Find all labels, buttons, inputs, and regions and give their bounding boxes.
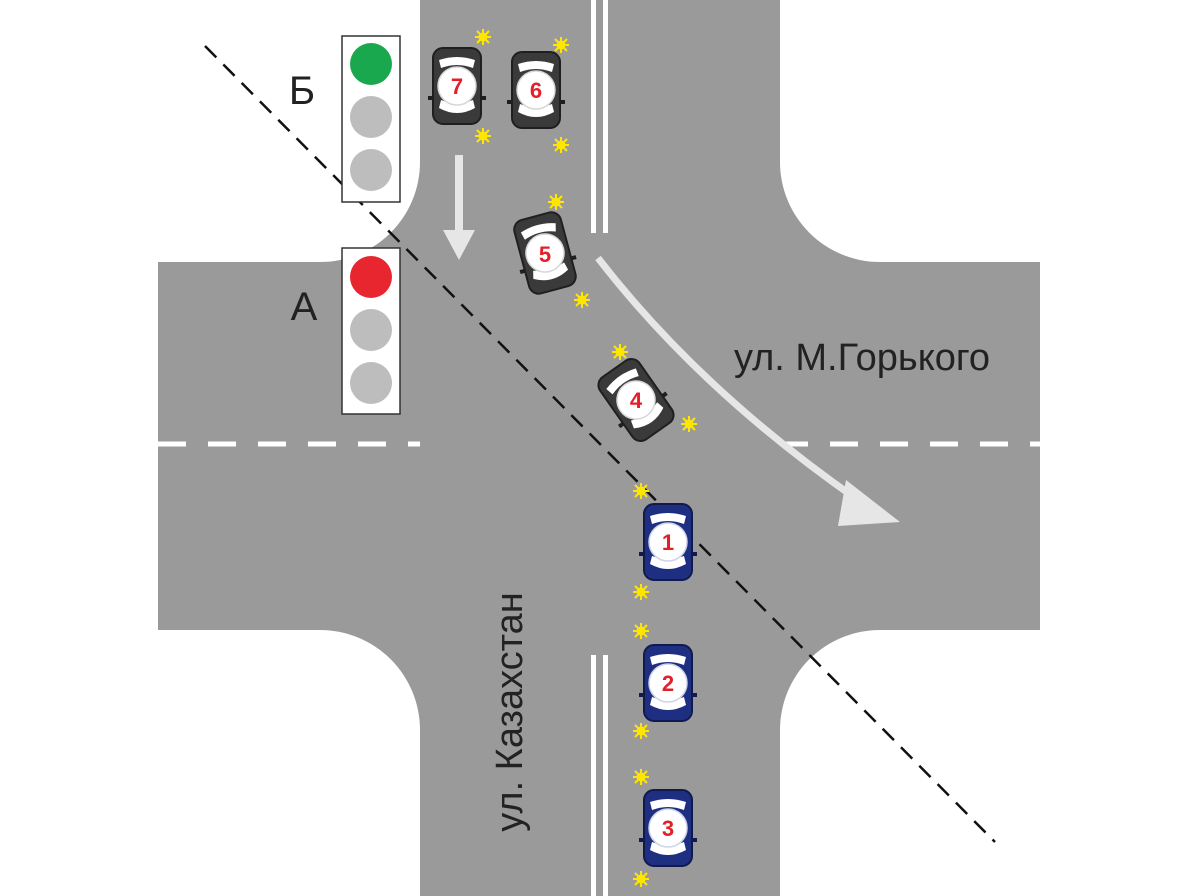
signal-green (350, 43, 392, 85)
car-7-number: 7 (451, 74, 463, 99)
turn-signal-icon (611, 343, 629, 361)
turn-signal-icon (474, 28, 492, 46)
turn-signal-icon (573, 291, 591, 309)
traffic-light-b (341, 35, 401, 203)
turn-signal-icon (632, 870, 650, 888)
car-6-number: 6 (530, 78, 542, 103)
car-5-number: 5 (539, 242, 551, 267)
turn-signal-icon (552, 136, 570, 154)
dashed-diagonal-line (204, 45, 996, 843)
car-7: 7 (427, 28, 492, 145)
turn-signal-icon (632, 722, 650, 740)
turn-signal-icon (547, 193, 565, 211)
road-markings (158, 0, 1040, 896)
double-line-south-right (603, 655, 608, 896)
signal-red (350, 256, 392, 298)
car-4: 4 (589, 343, 698, 449)
turn-signal-icon (474, 127, 492, 145)
double-line-north-right (603, 0, 608, 233)
turn-signal-icon (632, 622, 650, 640)
turn-signal-icon (552, 36, 570, 54)
signal-off (350, 309, 392, 351)
signal-off (350, 362, 392, 404)
car-3: 3 (632, 768, 698, 888)
car-3-number: 3 (662, 816, 674, 841)
car-2-number: 2 (662, 671, 674, 696)
straight-arrow-icon (443, 155, 475, 260)
traffic-light-label-a: А (291, 285, 318, 329)
turn-signal-icon (632, 583, 650, 601)
signal-off (350, 149, 392, 191)
traffic-light-a (341, 247, 401, 415)
road-surface (158, 0, 1040, 896)
car-1-number: 1 (662, 530, 674, 555)
car-2: 2 (632, 622, 698, 740)
turn-signal-icon (632, 768, 650, 786)
car-4-number: 4 (630, 388, 643, 413)
signal-off (350, 96, 392, 138)
turn-signal-icon (632, 482, 650, 500)
street-name-vertical: ул. Казахстан (489, 592, 531, 832)
turn-signal-icon (680, 415, 698, 433)
traffic-light-label-b: Б (289, 69, 315, 113)
street-name-horizontal: ул. М.Горького (734, 337, 990, 379)
car-5: 5 (506, 193, 591, 309)
double-line-north-left (591, 0, 596, 233)
car-6: 6 (506, 36, 570, 154)
car-1: 1 (632, 482, 698, 601)
right-turn-arrow-icon (595, 255, 900, 526)
double-line-south-left (591, 655, 596, 896)
